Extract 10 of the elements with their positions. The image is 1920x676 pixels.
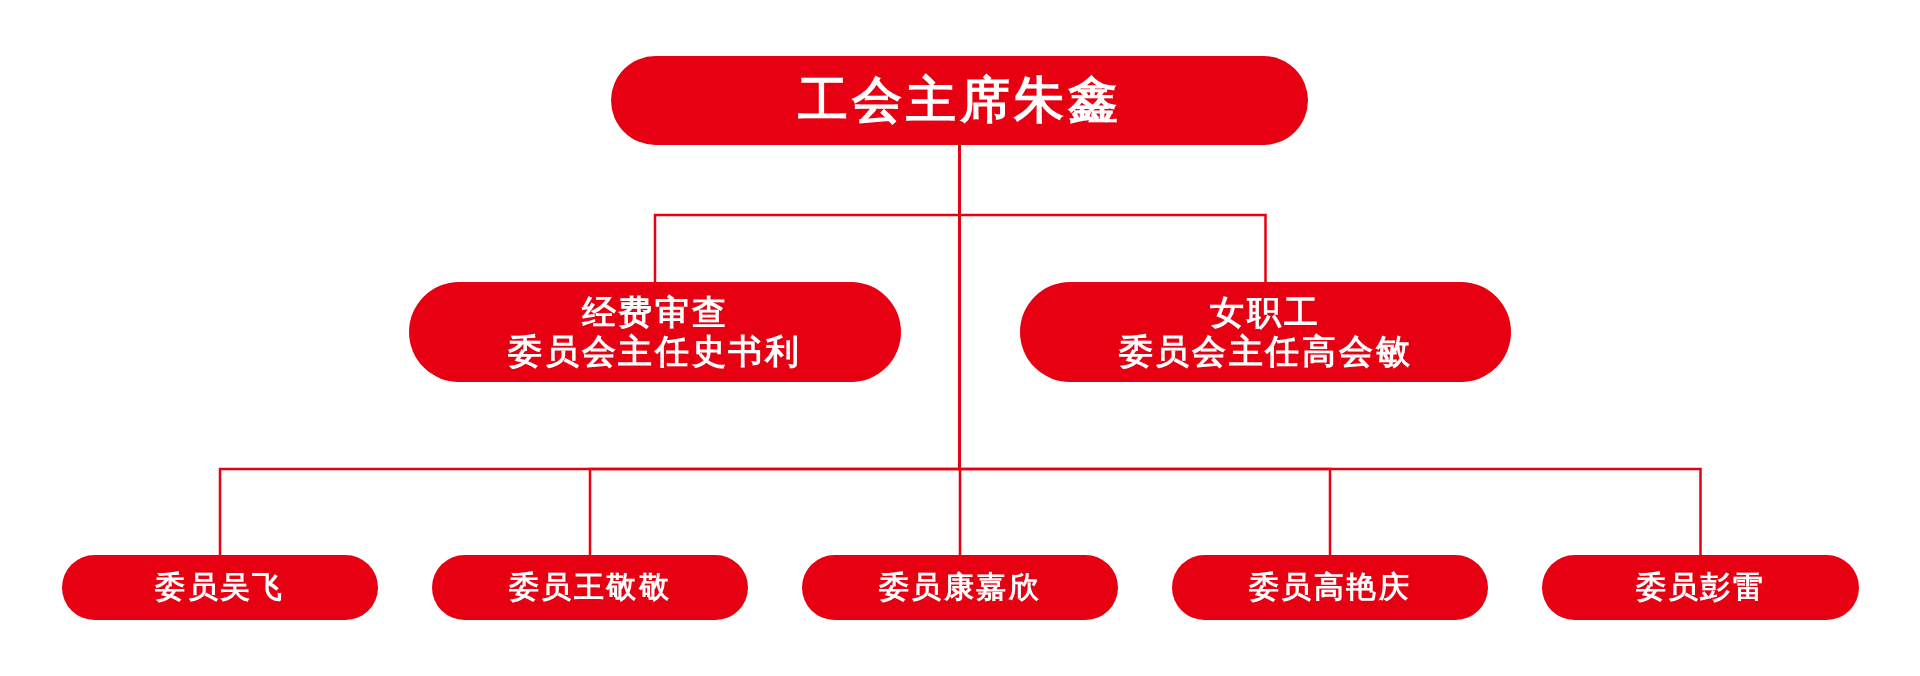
- committee-name: 女职工: [1210, 292, 1321, 332]
- member-name: 委员康嘉欣: [879, 570, 1041, 605]
- member-name: 委员会主任史书利: [508, 332, 802, 372]
- committee-name: 经费审查: [581, 292, 729, 332]
- member-name: 委员高艳庆: [1249, 570, 1411, 605]
- member-name: 委员会主任高会敏: [1118, 332, 1413, 372]
- member-name: 委员吴飞: [155, 570, 285, 605]
- member-name: 委员彭雷: [1635, 570, 1766, 605]
- member-name: 委员王敬敬: [509, 570, 671, 605]
- title-text: 工会主席朱鑫: [797, 71, 1122, 130]
